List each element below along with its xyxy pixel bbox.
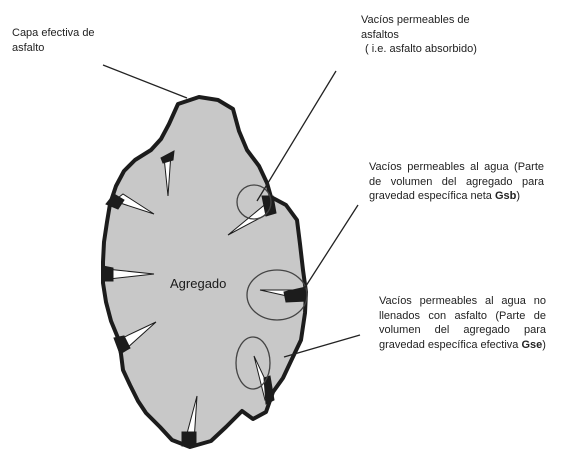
label-agregado: Agregado <box>170 276 226 291</box>
label-vacios-no-llenados: Vacíos permeables al agua no llenados co… <box>379 294 546 352</box>
leader-vacios-asfalto <box>257 71 336 201</box>
label-capa-efectiva: Capa efectiva de asfalto <box>12 26 95 55</box>
leader-capa <box>103 65 187 98</box>
label-vacios-asfalto: Vacíos permeables de asfaltos ( i.e. asf… <box>361 13 477 57</box>
leader-vacios-agua <box>304 205 358 289</box>
label-vacios-agua: Vacíos permeables al agua (Parte de volu… <box>369 160 544 204</box>
